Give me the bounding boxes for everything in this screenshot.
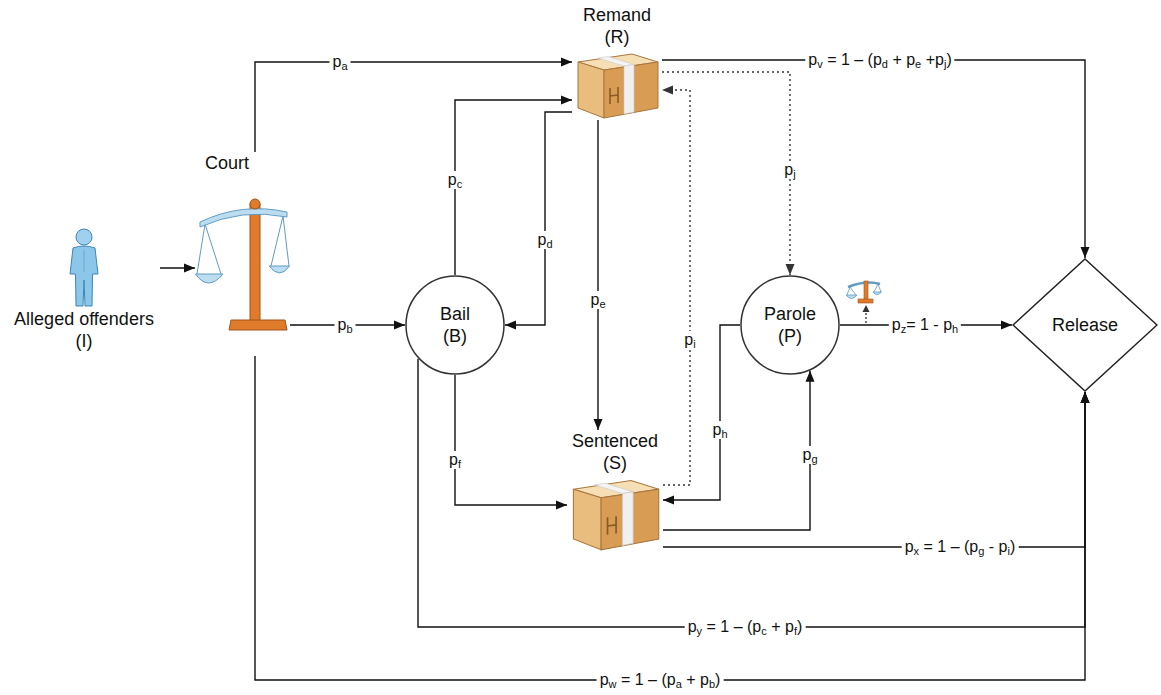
probability-label: pb	[334, 316, 355, 334]
arrow-head	[1001, 321, 1012, 330]
connector-line	[662, 90, 690, 485]
connector-line	[255, 356, 1085, 680]
connector-line	[663, 371, 810, 530]
icon-holder	[8, 228, 160, 308]
arrow-head	[594, 419, 603, 430]
probability-label: pz= 1 - ph	[889, 316, 961, 334]
probability-label: pc	[445, 171, 465, 189]
offender-icon	[64, 228, 104, 308]
parole-circle: Parole (P)	[740, 275, 840, 375]
arrow-head	[561, 96, 572, 105]
connector	[663, 392, 1090, 547]
probability-label: pi	[681, 331, 698, 349]
connector-line	[662, 60, 1085, 258]
arrow-head	[394, 321, 405, 330]
connector	[594, 120, 603, 430]
arrow-head	[1081, 247, 1090, 258]
connector-line	[455, 375, 567, 505]
release-node: Release	[1012, 258, 1158, 392]
connector	[662, 60, 1090, 258]
remand-node: Remand (R)	[572, 4, 662, 120]
node-label: Parole (P)	[762, 303, 818, 347]
probability-label: py = 1 – (pc + pf)	[685, 618, 806, 636]
connector	[662, 86, 690, 486]
connector	[505, 112, 572, 330]
probability-label: pw = 1 – (pa + pb)	[597, 671, 724, 689]
arrow-head	[561, 58, 572, 67]
court-scales-icon	[195, 174, 290, 356]
node-label: Alleged offenders (I)	[8, 308, 160, 352]
connector-line	[505, 112, 572, 325]
probability-label: pd	[534, 231, 555, 249]
icon-holder	[572, 48, 662, 120]
sentenced-node: Sentenced (S)	[567, 430, 663, 552]
probability-label: pf	[446, 451, 464, 469]
node-label: Release	[1052, 314, 1118, 336]
arrow-head	[1081, 392, 1090, 403]
node-label: Bail (B)	[427, 303, 483, 347]
arrow-head	[806, 371, 815, 382]
connector	[455, 375, 567, 510]
probability-label: pj	[781, 161, 798, 179]
small-scales-icon	[846, 276, 882, 326]
arrow-head	[556, 501, 567, 510]
state-circle	[740, 275, 840, 375]
node-label: Sentenced (S)	[567, 430, 663, 474]
probability-label: ph	[709, 421, 730, 439]
arrow-head	[1081, 392, 1090, 403]
connector-line	[255, 62, 572, 152]
icon-holder	[195, 174, 290, 356]
node-label: Court	[195, 152, 290, 174]
connector	[662, 72, 795, 275]
offender-node: Alleged offenders (I)	[8, 228, 160, 352]
prison-box-icon	[572, 48, 662, 120]
probability-label: pe	[587, 291, 608, 309]
probability-label: pv = 1 – (pd + pe +pj)	[805, 51, 954, 69]
connector	[418, 359, 1090, 627]
connector-line	[663, 392, 1085, 547]
prison-box-icon	[567, 474, 663, 552]
icon-holder	[567, 474, 663, 552]
connector	[663, 371, 815, 530]
arrow-head	[1081, 392, 1090, 403]
connector	[160, 264, 195, 273]
probability-label: pg	[799, 446, 820, 464]
probability-label: pa	[329, 53, 350, 71]
arrow-head	[184, 264, 195, 273]
connector-line	[597, 120, 598, 430]
connector-line	[455, 100, 572, 275]
arrow-head	[662, 86, 673, 95]
connector-line	[662, 72, 790, 275]
connector	[455, 96, 572, 276]
court-node: Court	[195, 152, 290, 356]
connector	[255, 356, 1090, 680]
connector	[255, 58, 572, 153]
arrow-head	[786, 264, 795, 275]
node-label: Remand (R)	[572, 4, 662, 48]
arrow-head	[663, 496, 674, 505]
connector-line	[418, 359, 1085, 627]
bail-circle: Bail (B)	[405, 275, 505, 375]
arrow-head	[505, 321, 516, 330]
probability-label: px = 1 – (pg - pi)	[902, 538, 1019, 556]
state-circle	[405, 275, 505, 375]
connector-line	[663, 325, 740, 500]
connector	[663, 325, 740, 505]
